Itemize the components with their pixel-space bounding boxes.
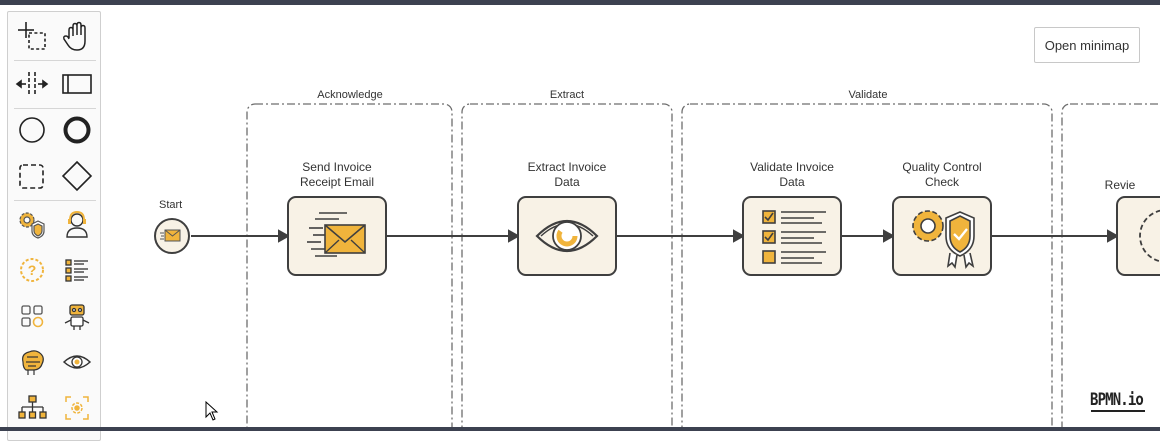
focus-task-icon[interactable] [59, 390, 95, 426]
svg-text:?: ? [28, 262, 37, 278]
checklist-icon [762, 210, 826, 264]
arrow-head [1107, 229, 1120, 243]
lane-label-extract: Extract [549, 89, 585, 101]
bottom-bar [0, 427, 1160, 431]
lasso-tool-icon[interactable] [14, 18, 50, 54]
start-event[interactable] [152, 217, 192, 257]
hierarchy-task-icon[interactable] [14, 390, 50, 426]
task-extract-invoice-data[interactable] [517, 196, 617, 276]
envelope-icon [160, 229, 181, 242]
task-label-validate-invoice: Validate Invoice Data [750, 160, 834, 189]
space-tool-icon[interactable] [14, 66, 50, 102]
start-event-label: Start [159, 199, 183, 211]
user-task-icon[interactable] [59, 206, 95, 242]
lane-extract[interactable] [461, 103, 673, 431]
tool-palette: ? [7, 11, 101, 441]
arrow-head [733, 229, 746, 243]
logo-underline [1091, 410, 1145, 412]
eye-icon [535, 220, 599, 252]
lane-label-acknowledge: Acknowledge [317, 89, 383, 101]
end-event-icon[interactable] [59, 112, 95, 148]
task-label-quality-control: Quality Control Check [902, 160, 982, 189]
grid-task-icon[interactable] [14, 298, 50, 334]
lane-acknowledge[interactable] [246, 103, 453, 431]
list-task-icon[interactable] [59, 252, 95, 288]
task-label-extract-invoice: Extract Invoice Data [527, 160, 607, 189]
open-minimap-button[interactable]: Open minimap [1034, 27, 1140, 63]
lane-review[interactable] [1061, 103, 1160, 431]
task-review[interactable] [1116, 196, 1160, 276]
arrow-head [883, 229, 896, 243]
task-validate-invoice-data[interactable] [742, 196, 842, 276]
group-icon[interactable] [14, 158, 50, 194]
help-task-icon[interactable]: ? [14, 252, 50, 288]
task-label-review: Revie [1104, 178, 1136, 192]
diagram-canvas[interactable] [0, 0, 1160, 431]
top-bar [0, 0, 1160, 5]
lane-validate[interactable] [681, 103, 1053, 431]
task-quality-control-check[interactable] [892, 196, 992, 276]
create-pool-icon[interactable] [59, 66, 95, 102]
brain-task-icon[interactable] [14, 344, 50, 380]
mouse-cursor-icon [205, 401, 219, 421]
hand-tool-icon[interactable] [59, 18, 95, 54]
lane-label-validate: Validate [848, 89, 888, 101]
eye-task-icon[interactable] [59, 344, 95, 380]
task-label-send-invoice: Send Invoice Receipt Email [299, 160, 375, 189]
start-event-icon[interactable] [14, 112, 50, 148]
bpmn-io-logo[interactable]: BPMN.io [1090, 390, 1144, 410]
robot-task-icon[interactable] [59, 298, 95, 334]
task-send-invoice-receipt-email[interactable] [287, 196, 387, 276]
mail-send-icon [307, 212, 366, 257]
service-task-icon[interactable] [14, 206, 50, 242]
gateway-icon[interactable] [59, 158, 95, 194]
gear-shield-icon [912, 210, 975, 269]
arrow-head [508, 229, 521, 243]
arrow-head [278, 229, 291, 243]
review-icon [1139, 209, 1160, 263]
